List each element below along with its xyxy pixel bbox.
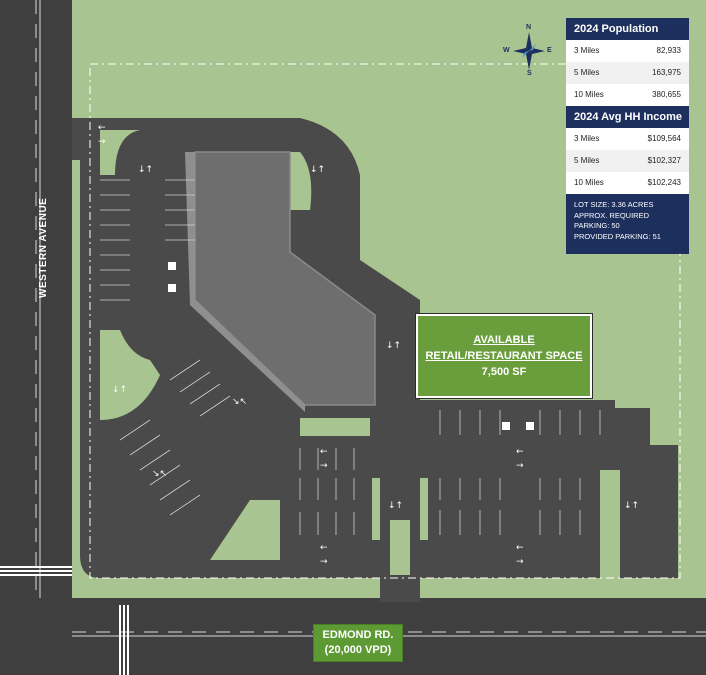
demographics-panel: 2024 Population 3 Miles 82,933 5 Miles 163… xyxy=(566,18,689,254)
grass-island-n xyxy=(290,152,312,210)
grass-island-w xyxy=(100,330,160,420)
compass-e: E xyxy=(547,47,552,54)
compass-s: S xyxy=(527,70,532,77)
required-parking: PARKING: 50 xyxy=(574,221,620,230)
compass-w: W xyxy=(503,47,510,54)
traffic-arrows-vertical-icon: ↓↑ xyxy=(310,165,326,175)
edmond-road-label: EDMOND RD. (20,000 VPD) xyxy=(313,624,403,662)
accessible-parking-icon xyxy=(168,262,176,270)
crosswalk-south xyxy=(119,605,129,675)
traffic-arrow-right-icon: → xyxy=(320,557,328,567)
parking-median-3 xyxy=(300,418,370,436)
row-label: 3 Miles xyxy=(574,46,600,55)
accessible-parking-icon xyxy=(502,422,510,430)
row-value: $102,327 xyxy=(647,156,681,165)
grass-island-se xyxy=(600,470,620,578)
income-row: 5 Miles $102,327 xyxy=(566,150,689,172)
parking-median-1 xyxy=(372,478,380,540)
grass-island-nw xyxy=(100,130,140,175)
traffic-arrows-vertical-icon: ↓↑ xyxy=(112,385,128,395)
row-value: 82,933 xyxy=(656,46,681,55)
row-value: $109,564 xyxy=(647,134,681,143)
compass-star-icon xyxy=(513,32,545,70)
available-label: AVAILABLE xyxy=(473,334,535,346)
traffic-arrow-right-icon: → xyxy=(320,461,328,471)
compass-n: N xyxy=(526,24,532,31)
crosswalk-west xyxy=(0,566,72,576)
property-line xyxy=(89,63,681,579)
traffic-arrow-right-icon: → xyxy=(516,557,524,567)
row-value: 163,975 xyxy=(652,68,681,77)
traffic-arrow-right-icon: → xyxy=(516,461,524,471)
row-label: 5 Miles xyxy=(574,156,600,165)
row-value: 380,655 xyxy=(652,90,681,99)
south-driveway xyxy=(380,578,420,602)
traffic-arrow-left-icon: ← xyxy=(320,447,328,457)
traffic-arrow-right-icon: → xyxy=(98,137,106,147)
population-row: 3 Miles 82,933 xyxy=(566,40,689,62)
parking-stalls xyxy=(100,179,601,535)
traffic-arrows-diagonal-icon: ↘↖ xyxy=(232,397,248,407)
grass-island-sw xyxy=(210,500,280,560)
row-label: 10 Miles xyxy=(574,90,604,99)
grass-island-s xyxy=(390,520,410,575)
lot-size: LOT SIZE: 3.36 ACRES xyxy=(574,200,654,209)
income-row: 3 Miles $109,564 xyxy=(566,128,689,150)
accessible-parking-icon xyxy=(526,422,534,430)
row-label: 10 Miles xyxy=(574,178,604,187)
western-avenue-label: WESTERN AVENUE xyxy=(38,197,49,298)
edmond-road-vpd: (20,000 VPD) xyxy=(324,644,392,656)
available-space-box: AVAILABLE RETAIL/RESTAURANT SPACE 7,500 … xyxy=(415,313,593,399)
row-value: $102,243 xyxy=(647,178,681,187)
square-footage-label: 7,500 SF xyxy=(481,366,527,378)
population-row: 10 Miles 380,655 xyxy=(566,84,689,106)
traffic-arrow-left-icon: ← xyxy=(98,123,106,133)
traffic-arrow-left-icon: ← xyxy=(516,447,524,457)
traffic-arrow-left-icon: ← xyxy=(320,543,328,553)
income-row: 10 Miles $102,243 xyxy=(566,172,689,194)
compass-rose-icon: N S E W xyxy=(503,24,555,78)
traffic-arrow-left-icon: ← xyxy=(516,543,524,553)
accessible-parking-icon xyxy=(168,284,176,292)
traffic-arrows-vertical-icon: ↓↑ xyxy=(386,341,402,351)
traffic-arrows-vertical-icon: ↓↑ xyxy=(388,501,404,511)
population-row: 5 Miles 163,975 xyxy=(566,62,689,84)
traffic-arrows-diagonal-icon: ↘↖ xyxy=(152,469,168,479)
approx-required: APPROX. REQUIRED xyxy=(574,210,650,220)
provided-parking: PROVIDED PARKING: 51 xyxy=(574,231,661,241)
population-header: 2024 Population xyxy=(566,18,689,40)
traffic-arrows-vertical-icon: ↓↑ xyxy=(138,165,154,175)
lot-notes: LOT SIZE: 3.36 ACRES APPROX. REQUIRED PA… xyxy=(566,194,689,254)
row-label: 3 Miles xyxy=(574,134,600,143)
row-label: 5 Miles xyxy=(574,68,600,77)
retail-restaurant-label: RETAIL/RESTAURANT SPACE xyxy=(425,350,583,362)
parking-median-2 xyxy=(420,478,428,540)
traffic-arrows-vertical-icon: ↓↑ xyxy=(624,501,640,511)
edmond-road-name: EDMOND RD. xyxy=(322,629,394,641)
income-header: 2024 Avg HH Income xyxy=(566,106,689,128)
